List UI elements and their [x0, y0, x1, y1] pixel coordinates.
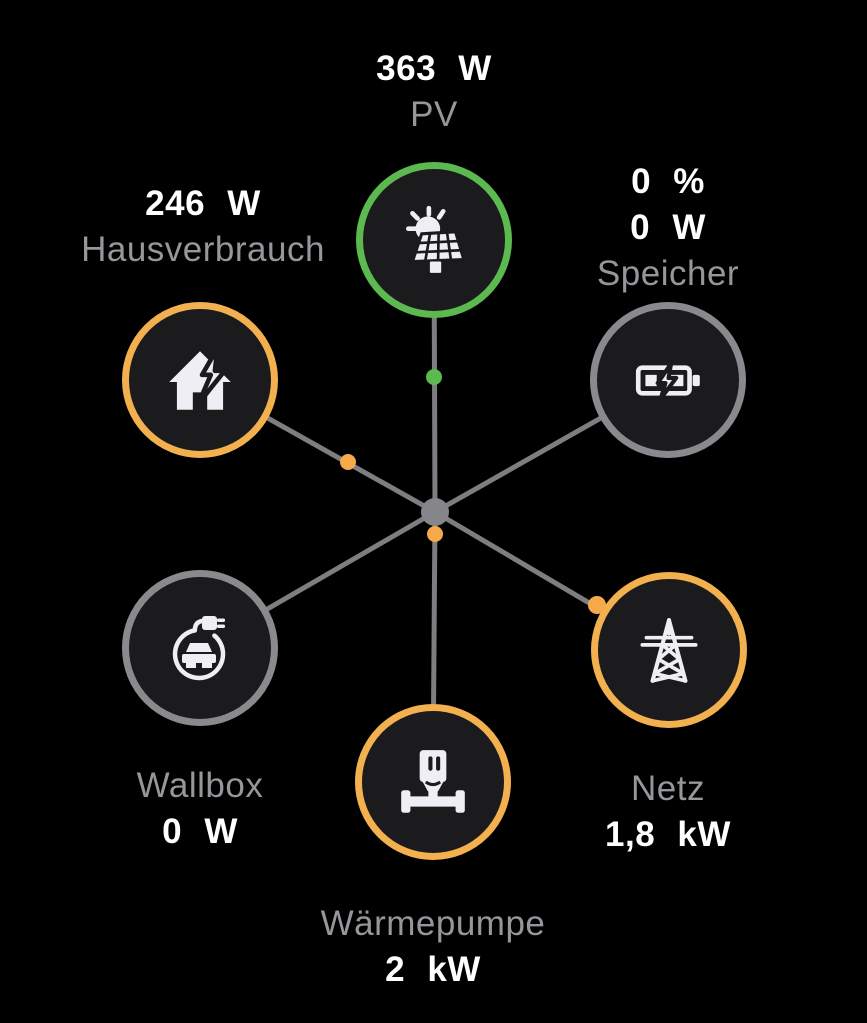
flow-dot-pv — [426, 369, 442, 385]
flow-dot-hausverbrauch — [340, 454, 356, 470]
node-speicher[interactable] — [590, 302, 746, 458]
heat-pump-icon — [401, 750, 465, 813]
power-grid-icon — [640, 618, 698, 683]
node-netz[interactable] — [591, 572, 747, 728]
node-wallbox[interactable] — [122, 570, 278, 726]
house-energy-icon — [169, 345, 231, 410]
node-waermepumpe[interactable] — [355, 704, 511, 860]
battery-charging-icon — [635, 361, 700, 401]
ev-charger-icon — [172, 616, 226, 681]
center-hub — [421, 498, 449, 526]
node-pv[interactable] — [356, 162, 512, 318]
flow-dot-waermepumpe — [427, 526, 443, 542]
solar-panel-icon — [406, 205, 466, 273]
node-hausverbrauch[interactable] — [122, 302, 278, 458]
